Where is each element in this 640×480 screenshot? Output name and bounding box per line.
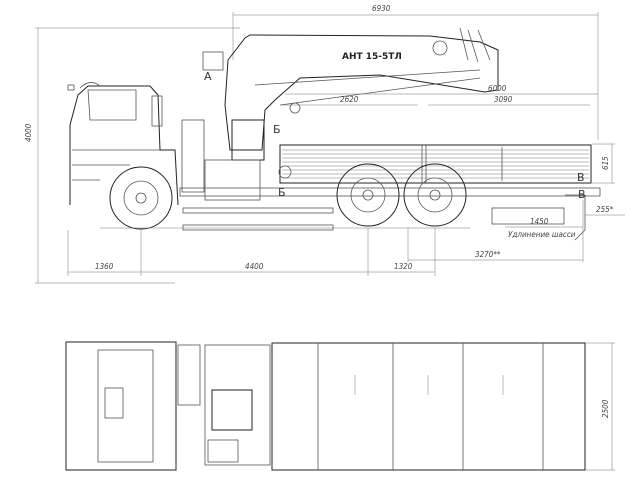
svg-text:255*: 255* [596, 205, 614, 214]
marker-b2: Б [278, 186, 286, 199]
crane-model-label: АНТ 15-5ТЛ [342, 52, 402, 62]
rear-wheel-2 [403, 163, 467, 227]
svg-text:2620: 2620 [340, 95, 359, 104]
marker-b1: Б [273, 123, 281, 136]
svg-text:1450: 1450 [530, 217, 549, 226]
dim-overall-length: 6930 [232, 4, 599, 140]
front-wheel [109, 166, 173, 230]
top-body [271, 342, 586, 471]
svg-text:6930: 6930 [372, 4, 391, 13]
dim-bogie: 1320 [368, 200, 584, 276]
svg-text:4400: 4400 [245, 262, 264, 271]
svg-text:3270**: 3270** [475, 250, 501, 259]
rear-wheel-1 [336, 163, 400, 227]
marker-v2: В [578, 188, 586, 201]
crane: АНТ 15-5ТЛ А [202, 27, 499, 161]
top-view: 2500 [65, 341, 615, 471]
dim-width: 2500 [585, 342, 615, 471]
chassis: Б В [179, 159, 601, 241]
svg-text:615: 615 [601, 156, 610, 170]
dim-rear-overhang: 3270** [408, 250, 583, 261]
dim-overall-height: 4000 [24, 27, 240, 284]
svg-text:1360: 1360 [95, 262, 114, 271]
marker-a: А [204, 70, 212, 83]
truck-cab [67, 82, 205, 206]
marker-v1: В [577, 171, 585, 184]
svg-text:6000: 6000 [488, 84, 507, 93]
svg-text:3090: 3090 [494, 95, 513, 104]
svg-text:1320: 1320 [394, 262, 413, 271]
top-crane-base [204, 344, 271, 466]
dim-departure-angle: 255* [585, 205, 625, 216]
top-cab [65, 341, 201, 471]
dim-body-length: 6000 [285, 84, 598, 95]
dim-body-section-2: 3090 [428, 95, 590, 106]
svg-text:2500: 2500 [601, 399, 610, 418]
dim-chassis-extension: 1450 Удлинение шасси [505, 217, 583, 239]
dim-side-height: 615 [592, 143, 615, 184]
cargo-body: Б В [273, 123, 592, 184]
side-view: 6930 4000 АНТ 15-5ТЛ [24, 4, 625, 284]
dim-body-section-1: 2620 [280, 95, 418, 106]
dim-wheelbase: 4400 [141, 228, 369, 276]
svg-text:4000: 4000 [24, 123, 33, 142]
wheels [100, 163, 470, 230]
dim-front-overhang: 1360 [67, 230, 142, 276]
svg-text:Удлинение шасси: Удлинение шасси [508, 230, 576, 239]
